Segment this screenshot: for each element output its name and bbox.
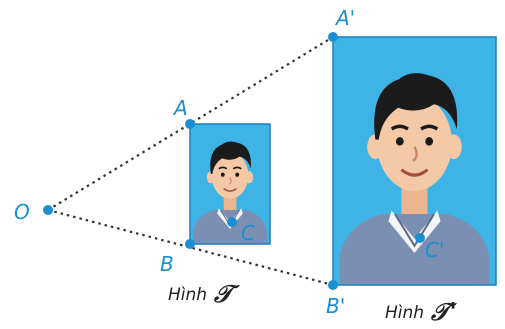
caption-small: Hình 𝒯	[168, 279, 240, 308]
label-b-prime: B'	[326, 294, 345, 318]
caption-large-word: Hình	[385, 303, 424, 323]
caption-large: Hình 𝒯'	[385, 297, 457, 326]
small-portrait-frame	[189, 123, 271, 246]
caption-large-symbol: 𝒯'	[430, 297, 457, 326]
point-c	[227, 217, 237, 227]
label-a-prime: A'	[334, 6, 355, 30]
label-b: B	[160, 252, 174, 276]
label-a: A	[172, 96, 188, 120]
point-a-prime	[328, 32, 338, 42]
label-c: C	[241, 221, 255, 245]
caption-small-symbol: 𝒯	[213, 279, 240, 308]
label-c-prime: C'	[425, 238, 444, 262]
large-portrait-frame	[331, 35, 498, 287]
point-b	[185, 239, 195, 249]
point-c-prime	[415, 233, 425, 243]
caption-small-word: Hình	[168, 285, 207, 305]
label-o: O	[14, 200, 30, 224]
point-o	[43, 205, 53, 215]
point-b-prime	[328, 280, 338, 290]
point-a	[185, 119, 195, 129]
